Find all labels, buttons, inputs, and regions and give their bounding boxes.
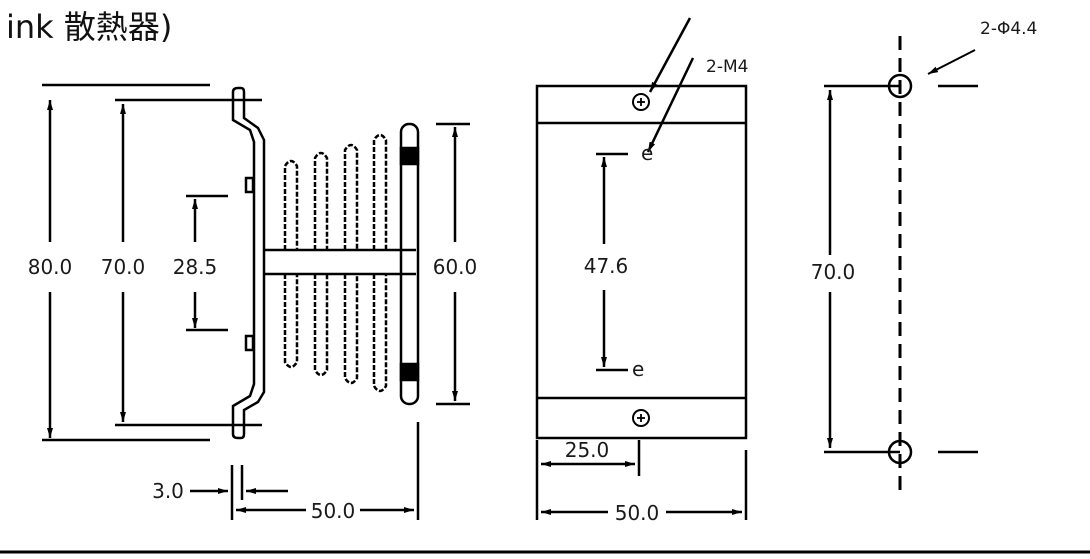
fin-lower-1 <box>283 274 299 369</box>
label-70-mount: 70.0 <box>811 260 856 284</box>
screw-e-bottom: e <box>632 357 644 381</box>
screw-e-top: e <box>641 141 653 165</box>
fin-upper-1 <box>283 159 299 250</box>
fin-upper-3 <box>343 143 359 250</box>
fin-upper-4 <box>372 133 388 250</box>
leader-arrow-screw <box>648 17 692 93</box>
label-2-phi-4-4: 2-Φ4.4 <box>980 19 1037 39</box>
screw-top-icon <box>632 93 650 111</box>
clip-notch-bottom <box>244 334 255 352</box>
front-view <box>535 17 748 520</box>
end-plate <box>399 122 420 406</box>
fin-upper-2 <box>313 151 329 250</box>
hole-top-icon <box>887 73 913 99</box>
leader-arrow-hole <box>927 49 976 75</box>
fin-lower-4 <box>372 274 388 393</box>
label-60: 60.0 <box>433 255 478 279</box>
fin-lower-2 <box>313 274 329 377</box>
fin-lower-3 <box>343 274 359 385</box>
end-plate-block-bottom <box>399 362 420 382</box>
label-50-front: 50.0 <box>615 501 660 525</box>
label-70: 70.0 <box>101 255 146 279</box>
label-47-6: 47.6 <box>584 254 629 278</box>
label-50-side: 50.0 <box>311 499 356 523</box>
label-2-m4: 2-M4 <box>706 57 748 77</box>
leader-arrow-m4 <box>646 57 695 153</box>
label-80: 80.0 <box>28 255 73 279</box>
din-clip-profile <box>231 86 266 440</box>
clip-notch-top <box>244 176 255 194</box>
end-plate-block-top <box>399 146 420 166</box>
label-3: 3.0 <box>152 479 184 503</box>
drawing-title: ink 散熱器) <box>6 8 172 46</box>
label-28-5: 28.5 <box>173 255 218 279</box>
label-25: 25.0 <box>565 438 610 462</box>
front-plate <box>535 84 748 440</box>
side-view <box>42 83 470 520</box>
mount-view <box>824 36 978 496</box>
screw-bottom-icon <box>632 409 650 427</box>
hole-bottom-icon <box>887 439 913 465</box>
